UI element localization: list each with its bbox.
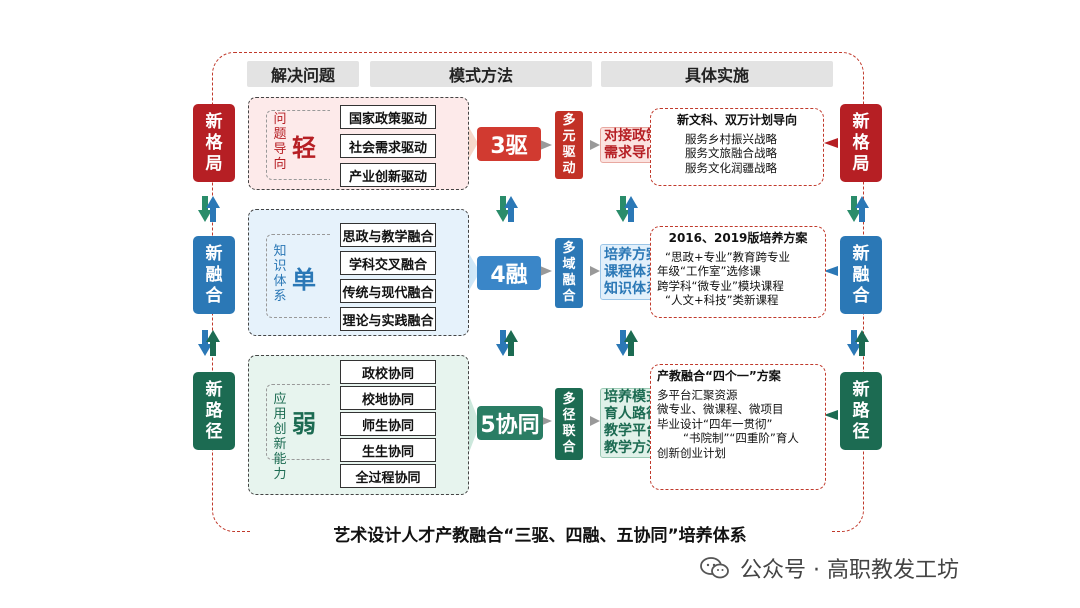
detail-box-row1: 新文科、双万计划导向 服务乡村振兴战略 服务文旅融合战略 服务文化润疆战略: [650, 108, 824, 186]
watermark-text: 公众号 · 高职教发工坊: [740, 558, 959, 583]
detail-line: 微专业、微课程、微项目: [657, 402, 784, 416]
center-label-4fusion: 4融: [477, 256, 541, 290]
detail-line: “人文+科技”类新课程: [665, 293, 779, 307]
fusion-item-4: 理论与实践融合: [340, 307, 436, 331]
detail-line: “书院制”“四重阶”育人: [683, 431, 799, 445]
driver-item-2: 社会需求驱动: [340, 134, 436, 158]
right-arrow-3-icon: [824, 410, 838, 420]
connector-arrow-4-icon: [590, 140, 600, 150]
connector-arrow-3-icon: [540, 416, 552, 426]
detail-line: 毕业设计“四年一贯彻”: [657, 416, 773, 431]
left-label-new-fusion: 新融合: [193, 236, 235, 314]
bracket-row3: [266, 384, 330, 460]
detail-line: “思政+专业”教育跨专业: [665, 249, 791, 264]
bracket-row1: [266, 110, 330, 180]
detail-box-row3: 产教融合“四个一”方案 多平台汇聚资源 微专业、微课程、微项目 毕业设计“四年一…: [650, 364, 826, 490]
level-char-row3: 弱: [292, 410, 316, 438]
double-arrow-left-2-icon: [198, 330, 220, 356]
connector-arrow-5-icon: [590, 266, 600, 276]
right-arrow-1-icon: [824, 138, 838, 148]
right-label-new-fusion: 新融合: [840, 236, 882, 314]
narrow-label-row2: 多域融合: [555, 238, 583, 308]
narrow-label-row3: 多径联合: [555, 388, 583, 460]
detail-line: 服务文旅融合战略: [685, 146, 777, 160]
double-arrow-center-2-icon: [496, 330, 518, 356]
connector-arrow-6-icon: [590, 416, 600, 426]
driver-item-3: 产业创新驱动: [340, 163, 436, 187]
collab-item-1: 政校协同: [340, 360, 436, 384]
left-label-new-pattern: 新格局: [193, 104, 235, 182]
double-arrow-right-2-icon: [847, 330, 869, 356]
double-arrow-center-1-icon: [496, 196, 518, 222]
header-problem: 解决问题: [247, 61, 359, 87]
level-char-row1: 轻: [292, 134, 316, 162]
connector-arrow-1-icon: [540, 140, 552, 150]
wechat-icon: [700, 557, 729, 579]
fusion-item-1: 思政与教学融合: [340, 223, 436, 247]
center-label-5collab: 5协同: [477, 406, 543, 440]
center-label-3drive: 3驱: [477, 127, 541, 161]
detail-line: 多平台汇聚资源: [657, 387, 738, 402]
double-arrow-right-col-2-icon: [616, 330, 638, 356]
detail-line: 服务文化润疆战略: [685, 160, 777, 175]
detail-title-row1: 新文科、双万计划导向: [676, 113, 797, 127]
left-label-new-path: 新路径: [193, 372, 235, 450]
watermark: 公众号 · 高职教发工坊: [700, 548, 1060, 588]
detail-title-row3: 产教融合“四个一”方案: [657, 369, 781, 383]
issue-text-row1: 问题导向: [273, 112, 287, 172]
right-arrow-2-icon: [824, 266, 838, 276]
right-label-new-path: 新路径: [840, 372, 882, 450]
collab-item-5: 全过程协同: [340, 464, 436, 488]
detail-line: 年级“工作室”选修课: [657, 264, 761, 278]
collab-item-4: 生生协同: [340, 438, 436, 462]
detail-box-row2: 2016、2019版培养方案 “思政+专业”教育跨专业 年级“工作室”选修课 跨…: [650, 226, 826, 318]
connector-arrow-2-icon: [540, 266, 552, 276]
driver-item-1: 国家政策驱动: [340, 105, 436, 129]
diagram-title: 艺术设计人才产教融合“三驱、四融、五协同”培养体系: [250, 520, 830, 546]
collab-item-2: 校地协同: [340, 386, 436, 410]
detail-line: 跨学科“微专业”模块课程: [657, 278, 784, 293]
detail-line: 服务乡村振兴战略: [685, 131, 777, 146]
collab-item-3: 师生协同: [340, 412, 436, 436]
level-char-row2: 单: [292, 266, 316, 294]
issue-text-row3: 应用创新能力: [273, 392, 287, 482]
header-practice: 具体实施: [601, 61, 833, 87]
right-label-new-pattern: 新格局: [840, 104, 882, 182]
fusion-item-3: 传统与现代融合: [340, 279, 436, 303]
header-method: 模式方法: [370, 61, 592, 87]
detail-line: 创新创业计划: [657, 445, 726, 460]
detail-title-row2: 2016、2019版培养方案: [668, 231, 808, 245]
double-arrow-left-1-icon: [198, 196, 220, 222]
narrow-label-row1: 多元驱动: [555, 111, 583, 179]
double-arrow-right-1-icon: [847, 196, 869, 222]
bracket-row2: [266, 234, 330, 318]
double-arrow-right-col-1-icon: [616, 196, 638, 222]
issue-text-row2: 知识体系: [273, 244, 287, 304]
fusion-item-2: 学科交叉融合: [340, 251, 436, 275]
